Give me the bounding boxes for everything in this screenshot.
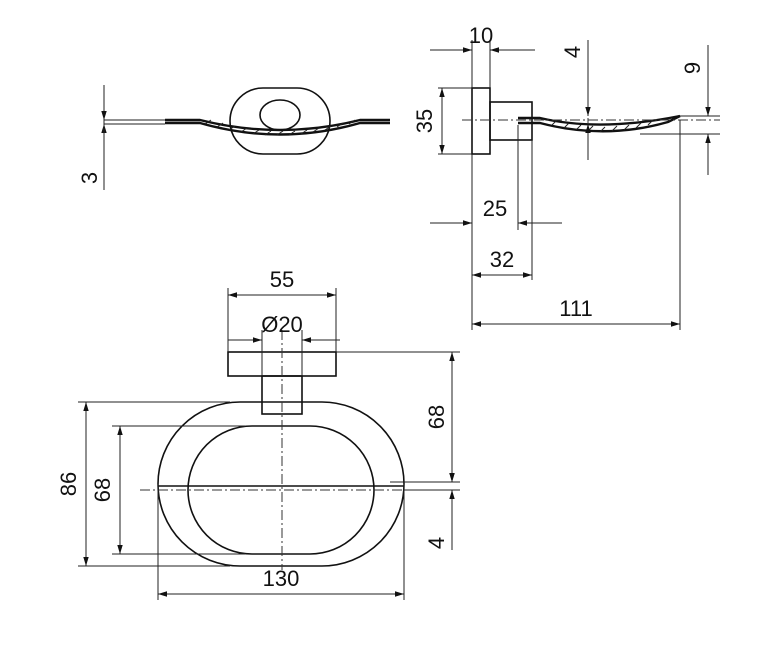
dim-68-right: 68 <box>424 405 449 429</box>
dim-111: 111 <box>559 296 592 321</box>
dim-55: 55 <box>270 267 294 292</box>
dish-bottom-edge <box>165 121 390 136</box>
dim-rim-9: 9 <box>680 62 705 74</box>
dim-86: 86 <box>56 472 81 496</box>
dish-top-edge <box>165 118 390 132</box>
dim-plate-35: 35 <box>412 109 437 133</box>
front-view: 55 Ø20 68 4 86 68 130 <box>56 267 460 600</box>
dim-25: 25 <box>483 196 507 221</box>
dim-4-right: 4 <box>424 537 449 549</box>
dim-flange-10: 10 <box>469 23 493 48</box>
dish-hatching <box>204 119 356 136</box>
dim-130: 130 <box>263 566 300 591</box>
wall-flange <box>471 87 491 155</box>
rosette-outline <box>229 87 331 155</box>
dim-68-left: 68 <box>90 478 115 502</box>
dim-thickness-3: 3 <box>77 172 102 184</box>
dim-dia-20: Ø20 <box>261 312 303 337</box>
top-view: 3 <box>77 85 390 190</box>
dim-32: 32 <box>490 247 514 272</box>
stem <box>489 101 533 141</box>
side-dish-bottom <box>518 114 681 133</box>
dim-depth-4: 4 <box>560 46 585 58</box>
side-dish-top <box>518 114 681 126</box>
side-view: 10 35 4 9 25 32 111 <box>412 23 720 330</box>
stem-ring <box>259 99 301 131</box>
